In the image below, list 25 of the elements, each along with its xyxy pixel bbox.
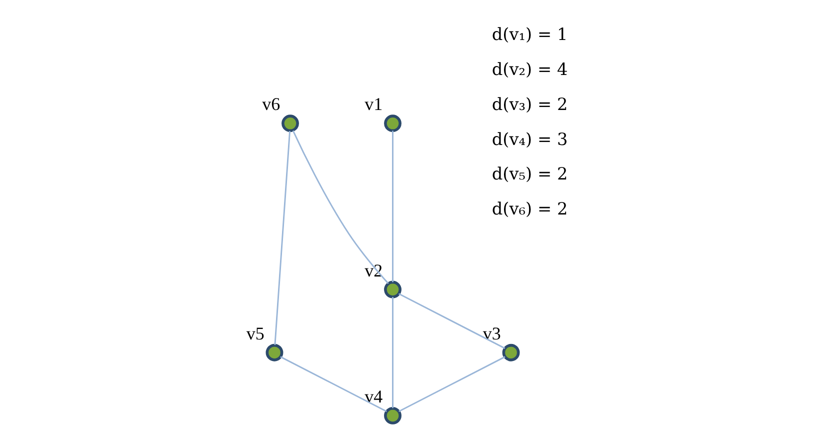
connector: [274, 131, 291, 345]
node-label: v4: [364, 386, 383, 407]
connector: [392, 130, 394, 282]
connector: [292, 130, 389, 284]
label: d(v₅) = 2: [492, 164, 568, 184]
connector: [398, 356, 506, 412]
connector: [398, 293, 506, 349]
label: d(v₁) = 1: [492, 24, 568, 44]
node-label: v6: [262, 94, 280, 114]
node-circle: [384, 114, 402, 132]
node-label: v2: [364, 260, 383, 280]
label: d(v₆) = 2: [492, 198, 568, 219]
node-label: v3: [482, 323, 501, 344]
connector: [280, 356, 387, 412]
node-label: v1: [364, 94, 383, 114]
label: d(v₃) = 2: [492, 94, 568, 114]
node-circle: [282, 114, 299, 132]
connector: [392, 296, 394, 408]
node-label: v5: [246, 323, 264, 344]
label: d(v₂) = 4: [492, 58, 568, 79]
label: d(v₄) = 3: [492, 128, 568, 149]
node-circle: [384, 280, 402, 298]
node-circle: [266, 344, 284, 362]
node-circle: [384, 406, 402, 424]
node-circle: [502, 344, 520, 362]
